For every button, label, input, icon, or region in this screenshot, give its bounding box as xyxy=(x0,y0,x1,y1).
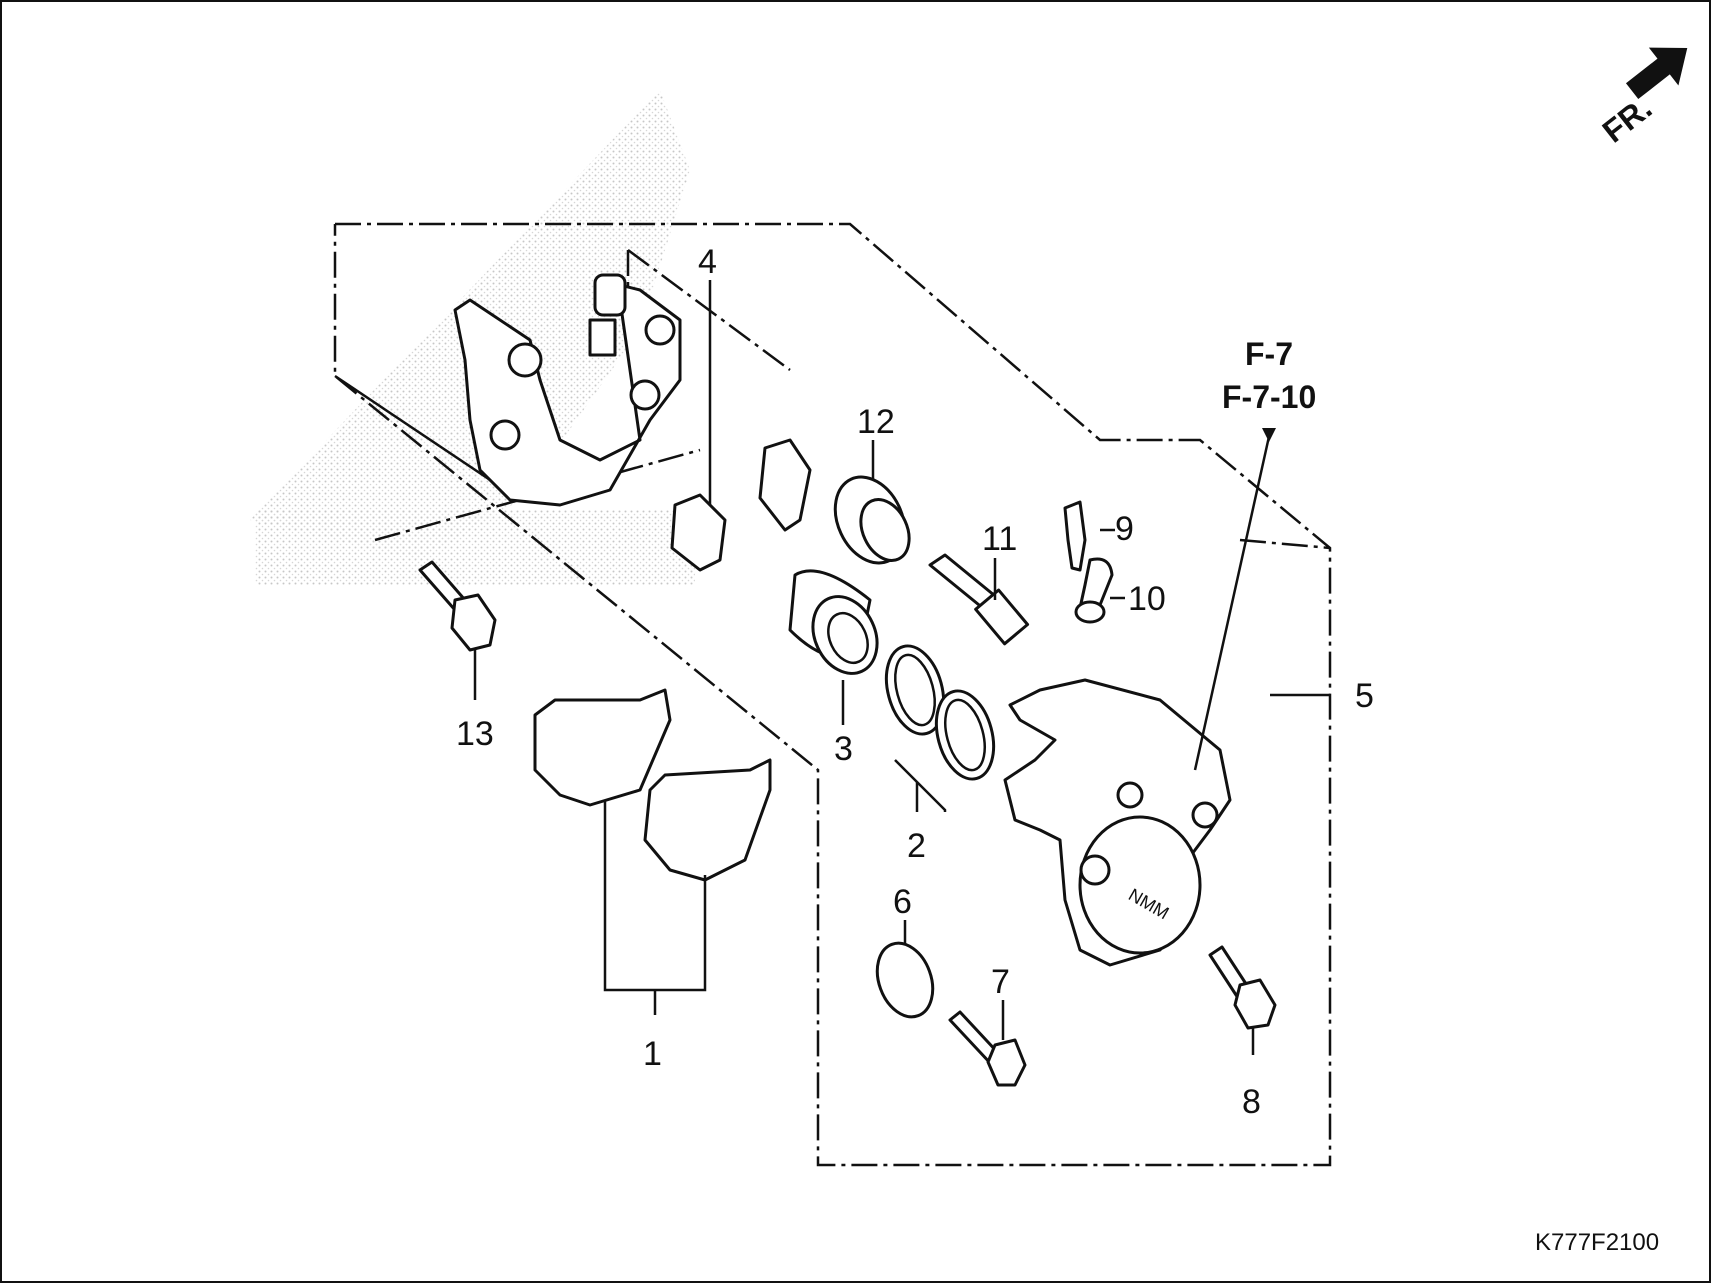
callout-3: 3 xyxy=(834,730,853,768)
callout-7: 7 xyxy=(991,963,1010,1001)
reference-f7: F-7 xyxy=(1245,336,1293,372)
callout-11: 11 xyxy=(982,520,1017,558)
pad-spring xyxy=(670,438,812,572)
callout-2: 2 xyxy=(907,827,926,865)
callout-labels: 1 2 3 4 5 6 7 8 9 10 11 12 13 xyxy=(456,243,1374,1121)
callout-12: 12 xyxy=(857,403,895,441)
callout-6: 6 xyxy=(893,883,912,921)
reference-f7-10: F-7-10 xyxy=(1222,379,1316,415)
brake-pads xyxy=(533,688,772,882)
figure-code: K777F2100 xyxy=(1535,1229,1659,1256)
bleed-valve xyxy=(1063,500,1114,624)
callout-4: 4 xyxy=(698,243,717,281)
caliper-body: NMM xyxy=(1003,678,1232,967)
callout-10: 10 xyxy=(1128,580,1166,618)
piston xyxy=(788,569,879,675)
reference-labels: F-7 F-7-10 xyxy=(1222,336,1316,415)
dust-boot-lower xyxy=(875,941,935,1019)
piston-seal xyxy=(884,644,996,781)
front-marker-label: FR. xyxy=(1596,90,1659,150)
caliper-bracket xyxy=(453,273,682,507)
bracket-bolt xyxy=(418,560,497,652)
callout-1: 1 xyxy=(643,1035,662,1073)
callout-5: 5 xyxy=(1355,677,1374,715)
slide-pin-lower xyxy=(948,1010,1027,1087)
callout-8: 8 xyxy=(1242,1083,1261,1121)
dust-boot xyxy=(833,475,911,565)
front-direction-marker: FR. xyxy=(1596,47,1688,150)
slide-pin-upper xyxy=(928,553,1030,646)
caliper-bolt xyxy=(1208,945,1277,1030)
callout-13: 13 xyxy=(456,715,494,753)
callout-9: 9 xyxy=(1115,510,1134,548)
leader-lines xyxy=(473,280,1330,1055)
